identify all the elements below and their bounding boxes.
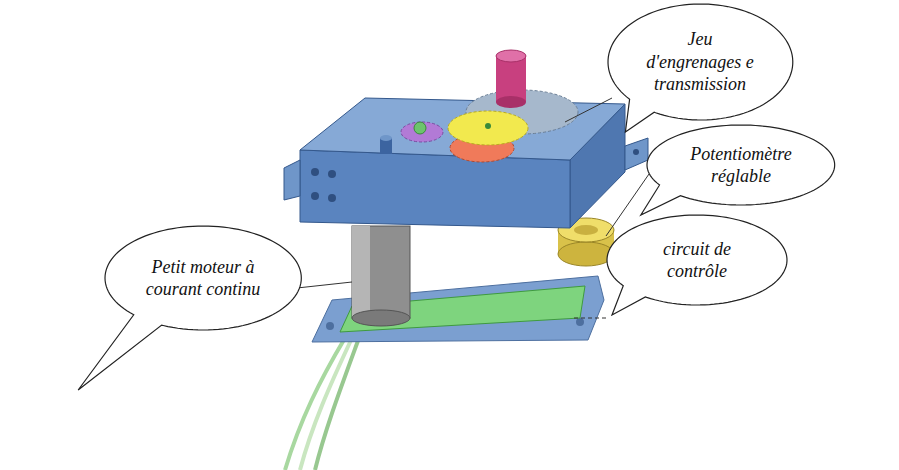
potentiometer-base	[558, 242, 614, 266]
bubble-shape	[78, 226, 301, 390]
potentiometer-shaft	[574, 225, 598, 235]
dc-motor	[352, 226, 410, 318]
wire	[315, 338, 359, 470]
case-front	[300, 150, 570, 228]
output-shaft-base	[496, 96, 526, 108]
bubble-shape	[641, 125, 835, 215]
output-shaft	[496, 56, 526, 102]
mounting-tab	[284, 160, 300, 200]
callout-bubble: Petit moteur à courant continu	[105, 226, 301, 330]
bubble-outline	[105, 226, 301, 330]
bubble-shape	[608, 4, 793, 132]
callout-text: Jeu d'engrenages e transmission	[640, 28, 760, 96]
leader-line	[297, 282, 352, 288]
screw-hole	[311, 192, 319, 200]
output-shaft-top	[496, 50, 526, 62]
mounting-tab	[625, 138, 648, 170]
screw-hole	[328, 194, 336, 202]
bubble-outline	[607, 215, 787, 305]
motor-end	[352, 310, 410, 326]
wire	[300, 338, 352, 470]
callout-text: circuit de contrôle	[647, 238, 747, 283]
gear-axle	[485, 123, 491, 129]
callout-bubble: Potentiomètre réglable	[647, 125, 835, 205]
leader-line	[565, 98, 612, 122]
gear	[401, 122, 443, 142]
screw-hole	[311, 168, 319, 176]
callout-text: Potentiomètre réglable	[680, 143, 802, 188]
motor-highlight	[352, 226, 370, 318]
gear	[448, 111, 528, 145]
callout-bubble: circuit de contrôle	[607, 215, 787, 305]
screw-hole	[326, 322, 334, 330]
screw-hole	[576, 318, 584, 326]
screw-hole	[328, 170, 336, 178]
post-top	[380, 135, 392, 141]
bubble-outline	[647, 125, 835, 205]
leader-line	[572, 318, 606, 319]
screw-hole	[633, 149, 639, 155]
callout-bubble: Jeu d'engrenages e transmission	[608, 4, 793, 120]
bubble-shape	[607, 215, 787, 315]
callout-text: Petit moteur à courant continu	[139, 256, 267, 301]
gear-small	[414, 122, 426, 134]
